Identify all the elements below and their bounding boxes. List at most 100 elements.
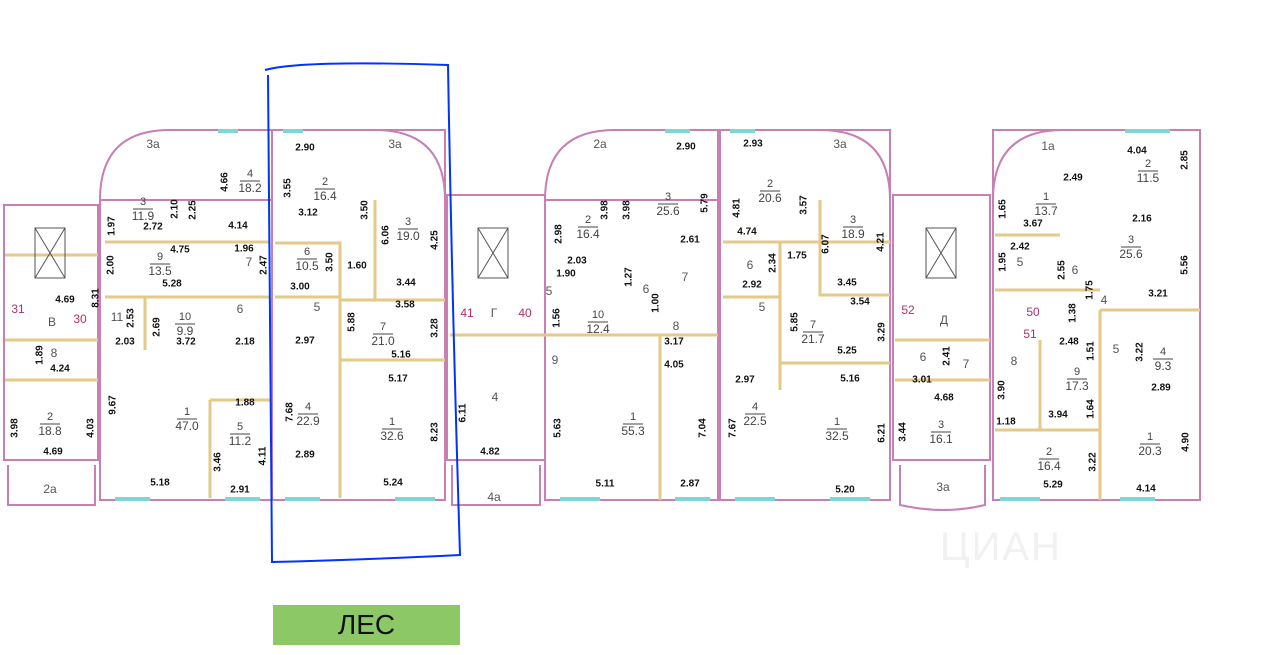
dimension-label: 6.07: [821, 234, 832, 254]
room-label: 220.6: [758, 178, 782, 205]
room-area: 18.8: [38, 424, 62, 438]
dimension-label: 9.67: [108, 395, 119, 415]
dimension-label: 4.69: [43, 447, 63, 458]
dimension-label: 4.21: [876, 232, 887, 252]
space-label: 52: [901, 303, 915, 317]
space-label: 51: [1023, 327, 1037, 341]
dimension-label: 3.22: [1088, 452, 1099, 472]
space-label: 5: [1017, 255, 1024, 269]
dimension-label: 2.25: [188, 200, 199, 220]
dimension-label: 3.44: [898, 422, 909, 442]
room-area: 9.3: [1155, 359, 1172, 373]
dimension-label: 4.04: [1127, 146, 1147, 157]
dimension-label: 5.29: [1043, 480, 1063, 491]
dimension-label: 3.01: [912, 375, 932, 386]
dimension-label: 8.31: [91, 288, 102, 308]
room-area: 18.9: [841, 227, 865, 241]
dimension-label: 5.24: [383, 478, 403, 489]
space-label: 6: [920, 350, 927, 364]
room-area: 11.9: [132, 209, 155, 223]
dimension-label: 6.06: [381, 225, 392, 245]
space-label: 8: [1011, 354, 1018, 368]
stairwell-v: [3, 204, 99, 461]
dimension-label: 1.60: [347, 261, 367, 272]
room-number: 3: [140, 196, 146, 208]
room-label: 311.9: [132, 196, 155, 223]
room-number: 9: [157, 251, 163, 263]
room-area: 16.1: [929, 432, 953, 446]
dimension-label: 2.61: [680, 235, 700, 246]
room-area: 19.0: [396, 229, 420, 243]
room-number: 10: [592, 309, 604, 321]
room-number: 7: [380, 321, 386, 333]
room-label: 318.9: [841, 214, 865, 241]
dimension-label: 2.89: [295, 450, 315, 461]
room-number: 2: [1046, 446, 1052, 458]
bay-wall: [374, 129, 446, 201]
dimension-label: 2.87: [680, 479, 700, 490]
space-label: 9: [552, 353, 559, 367]
dimension-label: 2.47: [259, 255, 270, 275]
dimension-label: 3.50: [360, 200, 371, 220]
dimension-label: 1.38: [1068, 303, 1079, 323]
dimension-label: 2.97: [295, 336, 315, 347]
dimension-label: 1.90: [556, 269, 576, 280]
dimension-label: 3.98: [600, 200, 611, 220]
room-area: 25.6: [1119, 247, 1143, 261]
dimension-label: 2.41: [942, 346, 953, 366]
dimension-label: 3.46: [213, 452, 224, 472]
room-number: 10: [179, 311, 191, 323]
dimension-label: 2.55: [1057, 260, 1068, 280]
space-label: 41: [460, 306, 474, 320]
dimension-label: 1.95: [998, 252, 1009, 272]
dimension-label: 3.94: [1048, 410, 1068, 421]
room-area: 22.5: [743, 414, 767, 428]
dimension-label: 1.27: [624, 267, 635, 287]
selection-marker-outline: [264, 62, 462, 564]
room-area: 20.3: [1138, 444, 1162, 458]
room-area: 13.5: [148, 264, 172, 278]
room-number: 2: [585, 214, 591, 226]
room-area: 32.6: [380, 429, 404, 443]
room-number: 2: [1145, 158, 1151, 170]
room-label: 132.6: [380, 416, 404, 443]
space-label: 3a: [388, 137, 402, 151]
room-label: 319.0: [396, 216, 420, 243]
inner-walls: [5, 200, 1200, 500]
dimension-label: 4.03: [86, 418, 97, 438]
dimension-label: 3.17: [664, 337, 684, 348]
room-number: 3: [405, 216, 411, 228]
room-label: 316.1: [929, 419, 953, 446]
bay-wall: [819, 129, 891, 201]
dimension-label: 2.18: [235, 337, 255, 348]
room-number: 3: [665, 191, 671, 203]
apartment-unit-3: [544, 199, 719, 501]
dimension-label: 3.00: [290, 282, 310, 293]
space-label: 1a: [1041, 139, 1055, 153]
dimension-label: 2.93: [743, 139, 763, 150]
walls: [3, 129, 1201, 511]
dimension-label: 2.91: [230, 485, 250, 496]
room-label: 216.4: [313, 176, 337, 203]
dimension-label: 4.69: [55, 295, 75, 306]
space-label: 5: [546, 284, 553, 298]
dimension-label: 5.16: [840, 374, 860, 385]
dimension-label: 4.14: [228, 221, 248, 232]
space-label: 6: [1072, 263, 1079, 277]
space-label: Г: [491, 306, 498, 320]
room-label: 721.0: [371, 321, 395, 348]
room-number: 1: [389, 416, 395, 428]
room-number: 2: [47, 411, 53, 423]
room-label: 325.6: [1119, 234, 1143, 261]
room-number: 3: [1128, 234, 1134, 246]
dimension-label: 3.72: [176, 337, 196, 348]
dimension-label: 4.75: [170, 245, 190, 256]
room-number: 7: [810, 319, 816, 331]
watermark-logo: ЦИАН: [940, 525, 1062, 569]
room-number: 3: [938, 419, 944, 431]
room-area: 11.5: [1137, 171, 1160, 185]
room-area: 12.4: [586, 322, 610, 336]
dimension-label: 5.85: [790, 312, 801, 332]
